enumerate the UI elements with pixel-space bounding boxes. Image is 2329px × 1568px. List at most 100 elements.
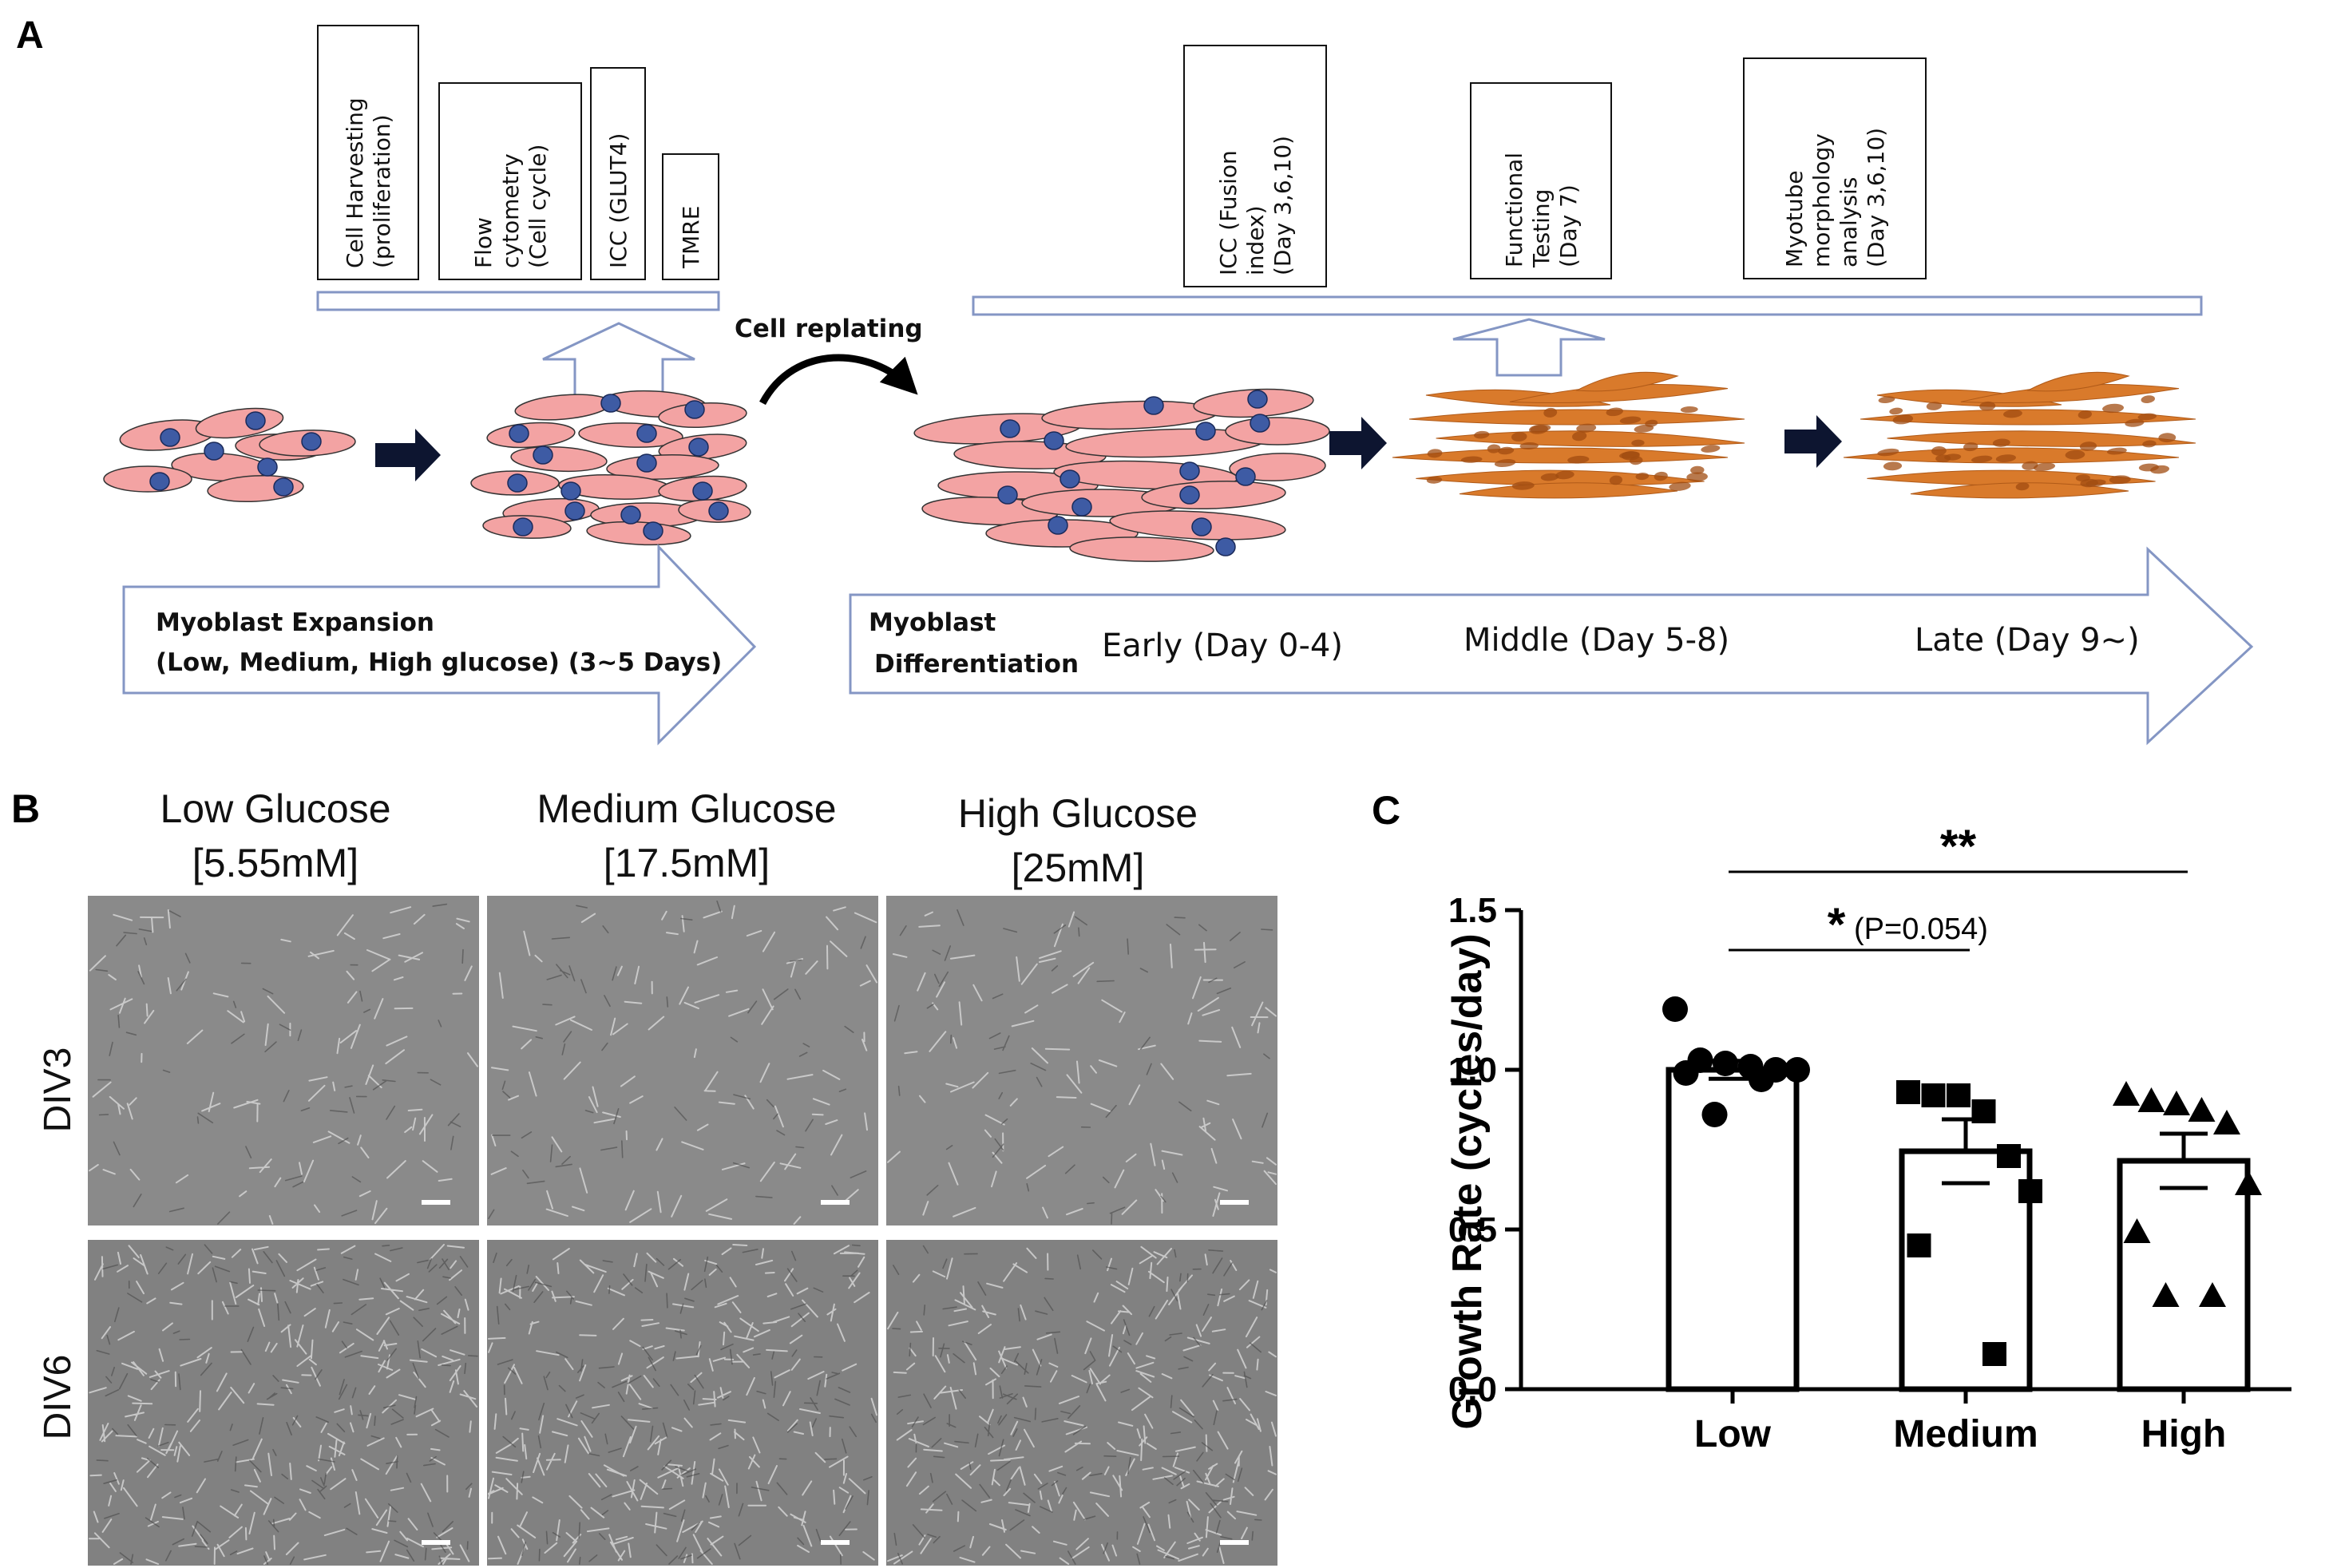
- myotube-nucleus: [1576, 423, 1597, 433]
- myoblast-cell: [578, 422, 683, 448]
- myotube-nucleus: [2079, 441, 2097, 451]
- myotube-strand: [1408, 409, 1745, 426]
- myotube-nucleus: [1609, 475, 1622, 485]
- expansion-assay-text-1-1: cytometry: [497, 153, 524, 268]
- cell-nucleus: [160, 428, 180, 447]
- cell-nucleus: [600, 394, 621, 413]
- cell-nucleus: [1215, 537, 1236, 556]
- significance-note: (P=0.054): [1854, 913, 1988, 946]
- micrograph-cell-edges: [892, 1245, 1268, 1565]
- cell-nucleus: [688, 438, 709, 457]
- differentiation-assay-text-0-0: ICC (Fusion: [1215, 150, 1242, 275]
- myoblast-cell: [606, 454, 719, 480]
- myotube-nucleus: [1680, 406, 1698, 414]
- cell-nucleus: [636, 453, 657, 473]
- expansion-assay-text-2-0: ICC (GLUT4): [605, 133, 632, 268]
- bar-low: [1666, 1067, 1800, 1392]
- myotube-nucleus: [1426, 476, 1443, 484]
- myoblast-cell: [1069, 537, 1214, 562]
- data-point: [2199, 1282, 2226, 1307]
- progression-arrow-1: [375, 429, 441, 481]
- myotube-nucleus: [1690, 465, 1705, 474]
- myotube-nucleus: [2015, 482, 2030, 491]
- data-point: [2163, 1091, 2190, 1115]
- differentiation-assay-text-2-2: analysis: [1836, 177, 1862, 267]
- expansion-assay-text-0-1: (proliferation): [369, 114, 395, 268]
- micrograph-cells: [488, 1244, 877, 1565]
- micrograph-grid: [88, 896, 1277, 1566]
- cell-nucleus: [273, 477, 294, 497]
- expansion-conditions: (Low, Medium, High glucose) (3~5 Days): [156, 648, 722, 677]
- myoblast-cell: [1141, 480, 1286, 510]
- col-high-name: High Glucose: [958, 791, 1198, 836]
- differentiation-assay-bar: [972, 295, 2203, 316]
- data-point: [1784, 1057, 1810, 1083]
- myotube-nucleus: [1519, 441, 1539, 449]
- expansion-up-arrow: [542, 322, 695, 401]
- scale-bar: [1220, 1200, 1249, 1205]
- myoblast-cell: [486, 422, 576, 449]
- micrograph-cells: [89, 906, 478, 1225]
- cell-nucleus: [1179, 461, 1200, 481]
- y-tick-label: 0.0: [1448, 1370, 1497, 1409]
- data-point: [1749, 1067, 1774, 1092]
- cell-nucleus: [1000, 419, 1020, 438]
- myotube-nucleus: [2022, 461, 2038, 470]
- myotube-nucleus: [1511, 432, 1527, 442]
- col-medium-conc: [17.5mM]: [604, 841, 770, 885]
- y-axis-label: Growth Rate (cycles/day): [1444, 933, 1491, 1429]
- data-point: [2235, 1170, 2262, 1195]
- data-point: [2152, 1282, 2180, 1307]
- cell-nucleus: [1195, 422, 1216, 441]
- differentiation-assay-text-0-1: index): [1242, 205, 1269, 275]
- cell-nucleus: [1143, 396, 1164, 415]
- significance-stars: **: [1940, 821, 1977, 873]
- micrograph-cell-edges: [493, 1244, 877, 1565]
- expansion-assay-bar: [316, 291, 720, 311]
- differentiation-assay-text-2-0: Myotube: [1781, 170, 1808, 267]
- data-point: [1713, 1051, 1738, 1076]
- myotube-nucleus: [2033, 462, 2056, 472]
- myotube-cluster-late: [1843, 371, 2196, 499]
- cell-nucleus: [204, 441, 224, 461]
- myotube-nucleus: [1511, 481, 1535, 490]
- myotube-nucleus: [1669, 481, 1691, 491]
- x-tick-label: Low: [1694, 1413, 1772, 1455]
- data-point: [2137, 1087, 2165, 1112]
- myotube-nucleus: [1567, 455, 1590, 464]
- significance-stars: *: [1828, 899, 1846, 951]
- replating-curved-arrow: [759, 354, 918, 406]
- myotube-nucleus: [2065, 449, 2085, 460]
- myotube-nucleus: [1487, 444, 1501, 453]
- expansion-assay-text-3-0: TMRE: [678, 206, 704, 269]
- myotube-cluster-middle: [1392, 371, 1745, 499]
- micrograph-tile: [487, 896, 878, 1225]
- cell-nucleus: [636, 424, 657, 443]
- cell-nucleus: [245, 411, 266, 430]
- cell-nucleus: [708, 501, 729, 521]
- myotube-nucleus: [1883, 461, 1903, 471]
- differentiation-up-arrow: [1452, 318, 1606, 377]
- cell-nucleus: [509, 424, 529, 443]
- cell-nucleus: [560, 481, 581, 501]
- myotube-nucleus: [1931, 445, 1947, 456]
- myotube-nucleus: [1427, 449, 1443, 458]
- row-div6-label: DIV6: [37, 1355, 79, 1440]
- data-point: [1662, 996, 1688, 1022]
- expansion-assay-box-1: [438, 82, 582, 280]
- y-tick-label: 1.5: [1448, 891, 1497, 930]
- micrograph-cell-edges: [95, 903, 464, 1225]
- myotube-strand: [1910, 482, 2129, 499]
- differentiation-assay-text-2-1: morphology: [1808, 133, 1835, 267]
- myotube-nucleus: [2158, 433, 2177, 443]
- myotube-nucleus: [1634, 424, 1654, 433]
- panel-label-a: A: [16, 14, 44, 57]
- differentiation-assay-text-2-3: (Day 3,6,10): [1863, 128, 1889, 267]
- data-point: [2113, 1081, 2140, 1106]
- data-point: [1896, 1080, 1920, 1104]
- cell-nucleus: [301, 432, 322, 451]
- scale-bar: [821, 1540, 850, 1545]
- myotube-strand: [1575, 371, 1679, 392]
- myoblast-cell: [103, 465, 192, 493]
